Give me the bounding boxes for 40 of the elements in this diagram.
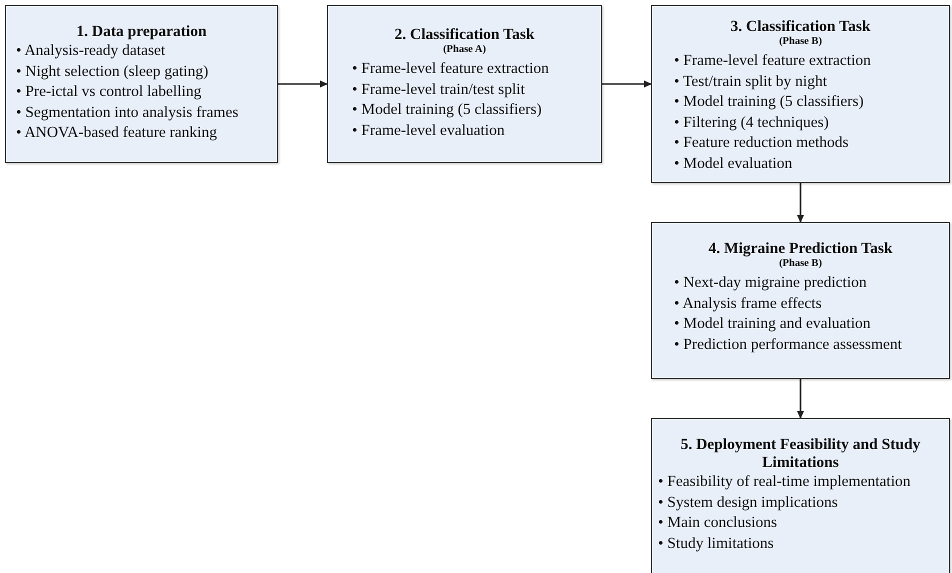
process-box <box>651 222 950 379</box>
bullet-item: • Filtering (4 techniques) <box>674 112 830 132</box>
bullet-item: • ANOVA-based feature ranking <box>16 123 218 143</box>
process-box <box>327 5 602 163</box>
bullet-item: • Study limitations <box>658 534 775 554</box>
bullet-item: • Next-day migraine prediction <box>674 273 868 293</box>
arrow <box>797 183 804 223</box>
bullet-item: • Pre-ictal vs control labelling <box>16 82 202 102</box>
phase-label: (Phase A) <box>442 44 487 56</box>
box-title: 3. Classification Task <box>730 18 872 36</box>
process-box <box>651 418 950 573</box>
bullet-item: • Frame-level train/test split <box>352 80 526 100</box>
arrow <box>602 80 652 88</box>
phase-label: (Phase B) <box>778 36 823 48</box>
bullet-item: • Feature reduction methods <box>674 133 850 153</box>
bullet-item: • Frame-level evaluation <box>352 120 506 140</box>
bullet-item: • Model evaluation <box>674 154 794 174</box>
box-title: 4. Migraine Prediction Task <box>707 240 894 258</box>
bullet-item: • System design implications <box>658 492 839 512</box>
bullet-item: • Prediction performance assessment <box>674 334 903 354</box>
arrow <box>278 80 328 88</box>
box-title: 2. Classification Task <box>394 26 536 44</box>
bullet-item: • Segmentation into analysis frames <box>16 102 240 122</box>
bullet-item: • Feasibility of real-time implementation <box>658 472 912 492</box>
box-title: 1. Data preparation <box>75 23 208 41</box>
process-box <box>5 5 278 163</box>
bullet-item: • Model training (5 classifiers) <box>352 100 543 120</box>
phase-label: (Phase B) <box>778 258 823 270</box>
bullet-item: • Test/train split by night <box>674 72 828 92</box>
bullet-item: • Frame-level feature extraction <box>352 59 550 79</box>
bullet-item: • Night selection (sleep gating) <box>16 62 210 82</box>
bullet-item: • Model training and evaluation <box>674 314 872 334</box>
bullet-item: • Analysis-ready dataset <box>16 41 166 61</box>
bullet-item: • Model training (5 classifiers) <box>674 92 865 112</box>
bullet-item: • Main conclusions <box>658 513 778 533</box>
box-title: 5. Deployment Feasibility and Study Limitations <box>680 436 922 472</box>
bullet-item: • Frame-level feature extraction <box>674 51 872 71</box>
process-box <box>651 5 950 183</box>
arrow <box>797 379 804 419</box>
bullet-item: • Analysis frame effects <box>674 294 823 314</box>
